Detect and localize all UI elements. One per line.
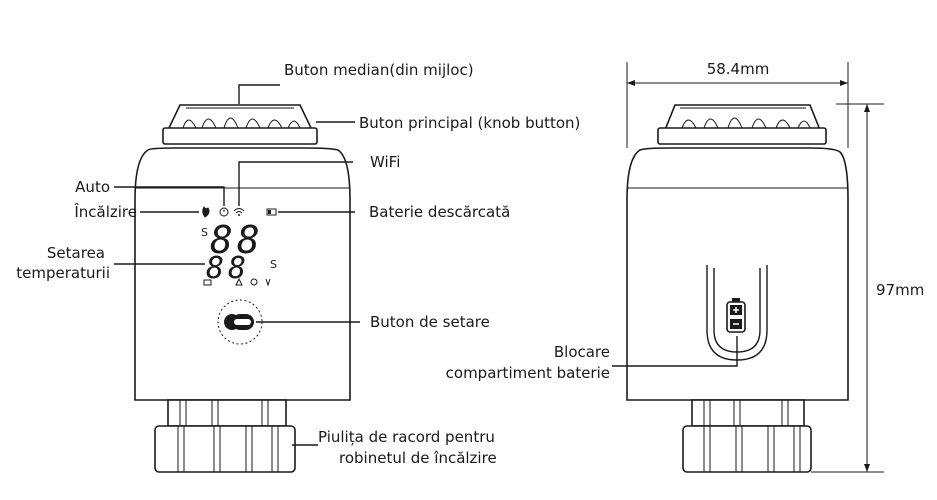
label-auto: Auto bbox=[75, 178, 110, 196]
label-wifi: WiFi bbox=[370, 153, 400, 171]
back-body bbox=[626, 147, 849, 401]
leader-lines-left bbox=[114, 84, 360, 446]
front-nut bbox=[154, 425, 296, 473]
label-width: 58.4mm bbox=[707, 60, 770, 78]
label-battery-lock-2: compartiment baterie bbox=[446, 364, 610, 382]
back-view-device bbox=[626, 104, 849, 473]
dimension-width bbox=[626, 62, 849, 148]
dimension-height bbox=[811, 103, 884, 473]
display-s-top: S bbox=[201, 226, 208, 239]
label-setting-button: Buton de setare bbox=[370, 313, 490, 331]
label-temp-setting-1: Setarea bbox=[47, 244, 105, 262]
label-temp-setting-2: temperaturii bbox=[16, 264, 110, 282]
display-s-bottom: S bbox=[270, 258, 277, 271]
front-body bbox=[134, 147, 351, 401]
label-battery-lock-1: Blocare bbox=[554, 343, 610, 361]
display-digits-bottom: 88 bbox=[206, 251, 250, 286]
label-main-button: Buton principal (knob button) bbox=[359, 114, 580, 132]
flame-icon bbox=[202, 206, 210, 218]
front-neck bbox=[167, 399, 287, 427]
label-heating: Încălzire bbox=[73, 202, 137, 221]
label-nut-1: Piulița de racord pentru bbox=[318, 428, 495, 446]
clock-icon bbox=[219, 207, 229, 217]
front-view-device: 88 88 S S bbox=[134, 104, 351, 473]
label-nut-2: robinetul de încălzire bbox=[339, 449, 497, 467]
knob-button bbox=[162, 104, 318, 145]
label-height: 97mm bbox=[876, 281, 924, 299]
battery-compartment-icon[interactable] bbox=[726, 298, 746, 333]
label-middle-button: Buton median(din mijloc) bbox=[284, 61, 474, 79]
battery-icon bbox=[266, 208, 277, 216]
display-digits-top: 88 bbox=[210, 218, 264, 262]
wifi-icon bbox=[233, 208, 245, 216]
leader-battery-lock bbox=[612, 336, 738, 367]
display-bottom-icons bbox=[203, 277, 271, 287]
label-battery-low: Baterie descărcată bbox=[369, 203, 510, 221]
